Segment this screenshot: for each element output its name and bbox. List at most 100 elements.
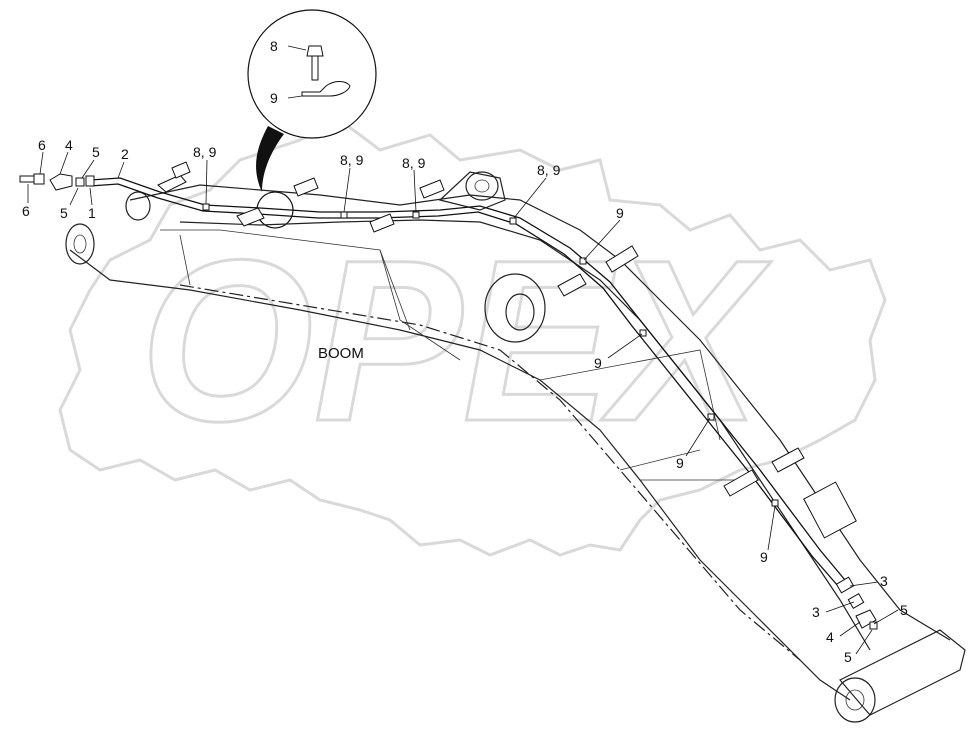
boom-side-line-4	[539, 349, 721, 441]
callout-9d: 9	[760, 549, 768, 565]
fitting-adapter	[85, 175, 95, 187]
clamp-bracket	[723, 469, 759, 497]
callout-9a: 9	[616, 205, 624, 221]
callout-9c: 9	[676, 455, 684, 471]
callout-labels: 6 6 4 5 5 1 2 8, 9 8, 9 8, 9 8, 9 9 9 9 …	[22, 137, 908, 665]
boom-foot-bore	[73, 234, 87, 254]
clamp-block	[707, 413, 715, 421]
callout-5c: 5	[900, 602, 908, 618]
arm-cylinder-pin-bore	[474, 179, 490, 193]
clamp-block	[340, 211, 348, 219]
leader-9c	[685, 417, 711, 457]
boom-foot-boss	[65, 223, 95, 265]
boom-end-boss	[834, 677, 876, 723]
leader-89d	[513, 177, 547, 219]
clamp-bracket	[236, 207, 265, 227]
leader-9b	[607, 333, 643, 359]
callout-4b: 4	[826, 629, 834, 645]
clamp-block	[579, 257, 587, 265]
leader-9d	[767, 505, 776, 551]
callout-5a: 5	[92, 144, 100, 160]
callout-3a: 3	[880, 573, 888, 589]
clamp-bracket	[293, 177, 319, 197]
watermark-gear-outline	[58, 118, 887, 557]
detail-label-9: 9	[270, 90, 278, 106]
callout-6a: 6	[38, 137, 46, 153]
detail-label-8: 8	[270, 38, 278, 54]
callout-6b: 6	[22, 203, 30, 219]
watermark-text: OPEX	[140, 212, 771, 469]
boom-top-inner-edge	[179, 219, 871, 651]
leader-3b	[825, 601, 855, 613]
detail-bolt	[306, 45, 324, 57]
leader-1	[89, 187, 93, 206]
clamps	[157, 161, 805, 507]
clamp-block	[771, 499, 779, 507]
leader-5d	[855, 629, 873, 655]
callout-89c: 8, 9	[402, 155, 426, 171]
leader-4b	[839, 621, 861, 637]
detail-leader-9	[287, 95, 303, 99]
boom-end-plate	[803, 481, 857, 539]
boom-label: BOOM	[318, 345, 364, 362]
boom-side-line-3	[379, 249, 411, 331]
leader-9a	[583, 219, 621, 261]
clamp-block	[202, 203, 210, 211]
boom-cylinder-bore	[505, 293, 535, 331]
clamp-block	[412, 211, 420, 219]
callout-5d: 5	[844, 649, 852, 665]
fitting-elbow	[855, 609, 877, 629]
detail-bubble: 8 9	[247, 9, 377, 229]
detail-pointer	[256, 126, 284, 192]
clamp-block	[639, 329, 647, 337]
callout-5b: 5	[60, 205, 68, 221]
leader-89a	[205, 159, 208, 205]
fitting-elbow	[49, 173, 73, 191]
arm-cylinder-pin-boss	[465, 171, 499, 201]
clamp-bracket	[557, 273, 587, 297]
fitting-nut	[869, 621, 878, 630]
detail-leader-8	[287, 45, 307, 51]
arm-cylinder-bracket	[438, 171, 506, 211]
leader-5a	[81, 159, 95, 179]
callout-9b: 9	[594, 355, 602, 371]
callout-3b: 3	[812, 604, 820, 620]
boom-end-housing	[839, 629, 966, 716]
boom-end-bore	[845, 689, 865, 711]
clamp-block	[509, 217, 517, 225]
leader-89b	[343, 167, 351, 213]
boom-foot-boss-2	[125, 191, 151, 221]
right-end-fittings	[835, 576, 878, 630]
leader-5c	[873, 609, 899, 625]
detail-clamp	[301, 81, 351, 97]
fitting-connector	[835, 576, 855, 594]
leader-6a	[39, 151, 44, 175]
leader-5b	[69, 187, 79, 206]
boom-side-line-2	[179, 234, 191, 286]
leader-4a	[59, 151, 69, 175]
fitting-nut	[75, 177, 85, 187]
clamp-bracket	[369, 213, 395, 233]
clamp-bracket	[605, 245, 639, 273]
detail-bolt-shank	[311, 55, 319, 81]
clamp-bracket	[771, 447, 805, 473]
callout-2: 2	[121, 146, 129, 162]
leader-89c	[413, 169, 417, 213]
callout-4a: 4	[65, 137, 73, 153]
clamp-bracket	[171, 161, 191, 179]
leader-lines	[27, 151, 899, 655]
clamp-bracket	[157, 174, 187, 193]
clamp-bracket	[419, 179, 445, 199]
fitting-connector	[19, 175, 35, 183]
callout-89d: 8, 9	[537, 162, 561, 178]
boom-cylinder-boss	[484, 273, 546, 343]
watermark-logo: OPEX	[58, 118, 887, 557]
boom-side-line-5	[619, 449, 701, 471]
left-end-fittings	[19, 173, 95, 191]
fitting-connector	[33, 173, 45, 185]
fitting-connector	[847, 592, 865, 610]
boom-bottom-dash	[179, 284, 801, 661]
callout-89b: 8, 9	[340, 152, 364, 168]
callout-1: 1	[88, 205, 96, 221]
